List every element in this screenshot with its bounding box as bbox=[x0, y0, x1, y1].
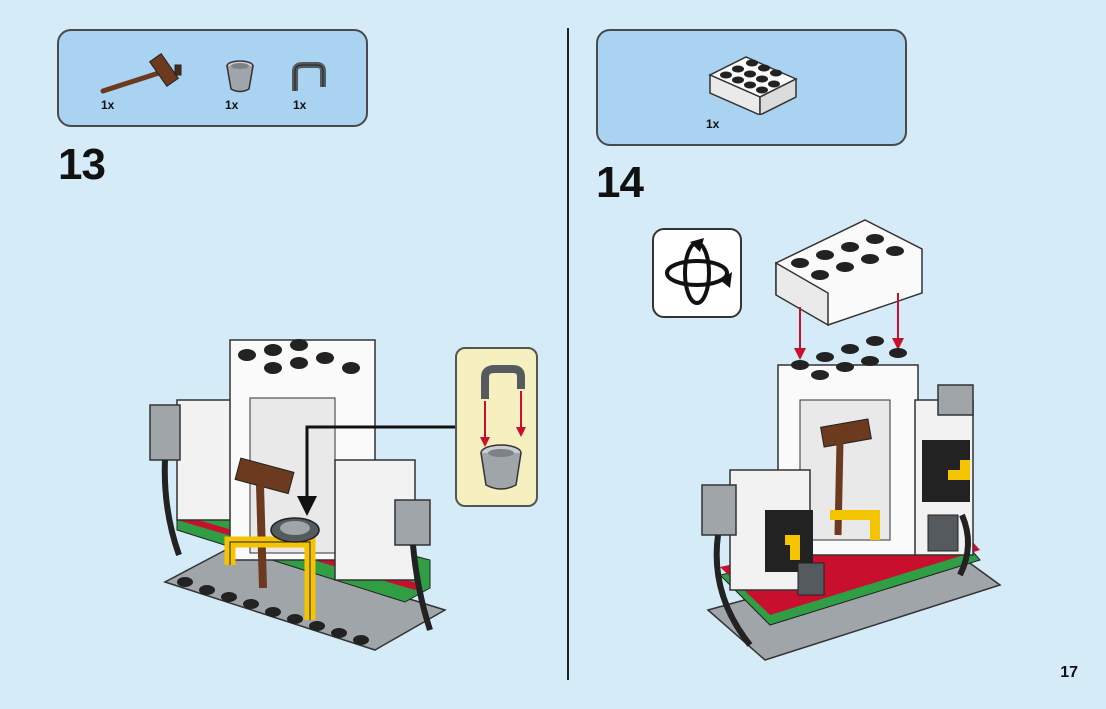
step-number-13: 13 bbox=[58, 140, 106, 189]
qty-broom: 1x bbox=[101, 98, 115, 112]
page-number: 17 bbox=[1060, 664, 1078, 681]
insert-arrow-icon bbox=[297, 425, 455, 516]
handle-icon bbox=[292, 62, 326, 91]
model-step-13 bbox=[149, 339, 447, 651]
step-number-14: 14 bbox=[596, 158, 644, 207]
qty-handle: 1x bbox=[293, 98, 307, 112]
parts-box-step-14: 1x bbox=[596, 29, 907, 146]
bucket-assembly-icon bbox=[480, 365, 526, 490]
qty-bucket: 1x bbox=[225, 98, 239, 112]
model-step-14 bbox=[701, 219, 1002, 661]
broom-icon bbox=[100, 53, 182, 94]
parts-box-step-13: 1x 1x 1x bbox=[57, 29, 368, 127]
qty-white-brick: 1x bbox=[706, 117, 720, 131]
bucket-icon bbox=[226, 60, 254, 93]
page-divider bbox=[567, 28, 569, 680]
callout-bucket-assembly bbox=[455, 347, 538, 507]
rotate-model-icon bbox=[652, 228, 742, 318]
white-brick-icon bbox=[708, 56, 798, 115]
